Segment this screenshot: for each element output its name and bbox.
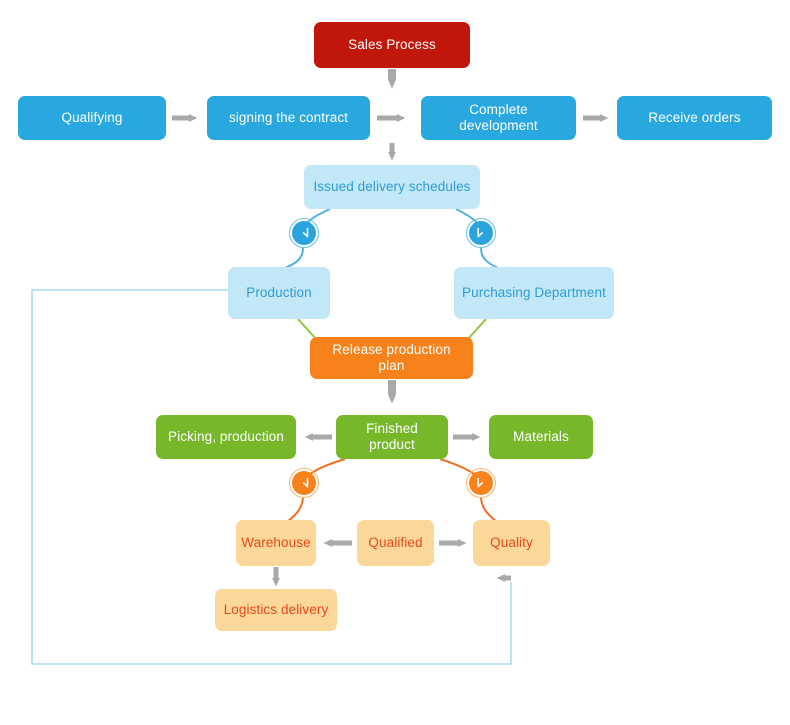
node-sales-process[interactable]: Sales Process [314, 22, 470, 68]
node-signing-the-contract[interactable]: signing the contract [207, 96, 370, 140]
node-release-production-plan[interactable]: Release production plan [310, 337, 473, 379]
edge-production-to-release-plan [297, 318, 317, 340]
node-qualifying[interactable]: Qualifying [18, 96, 166, 140]
badge-ring [289, 468, 319, 498]
node-issued-delivery-schedules[interactable]: Issued delivery schedules [304, 165, 480, 209]
node-receive-orders[interactable]: Receive orders [617, 96, 772, 140]
edge-feedback-loop [31, 289, 512, 665]
arrow-down-left-icon[interactable] [289, 218, 319, 248]
node-production[interactable]: Production [228, 267, 330, 319]
arrow-down-right-icon[interactable] [466, 218, 496, 248]
badge-ring [466, 218, 496, 248]
node-logistics-delivery[interactable]: Logistics delivery [215, 589, 337, 631]
badge-ring [289, 218, 319, 248]
edge-purchasing-to-release-plan [467, 318, 487, 340]
node-materials[interactable]: Materials [489, 415, 593, 459]
badge-ring [466, 468, 496, 498]
node-picking-production[interactable]: Picking, production [156, 415, 296, 459]
arrow-down-left-icon[interactable] [289, 468, 319, 498]
node-complete-development[interactable]: Complete development [421, 96, 576, 140]
node-quality[interactable]: Quality [473, 520, 550, 566]
node-finished-product[interactable]: Finished product [336, 415, 448, 459]
node-qualified[interactable]: Qualified [357, 520, 434, 566]
arrow-down-right-icon[interactable] [466, 468, 496, 498]
node-purchasing-department[interactable]: Purchasing Department [454, 267, 614, 319]
node-warehouse[interactable]: Warehouse [236, 520, 316, 566]
